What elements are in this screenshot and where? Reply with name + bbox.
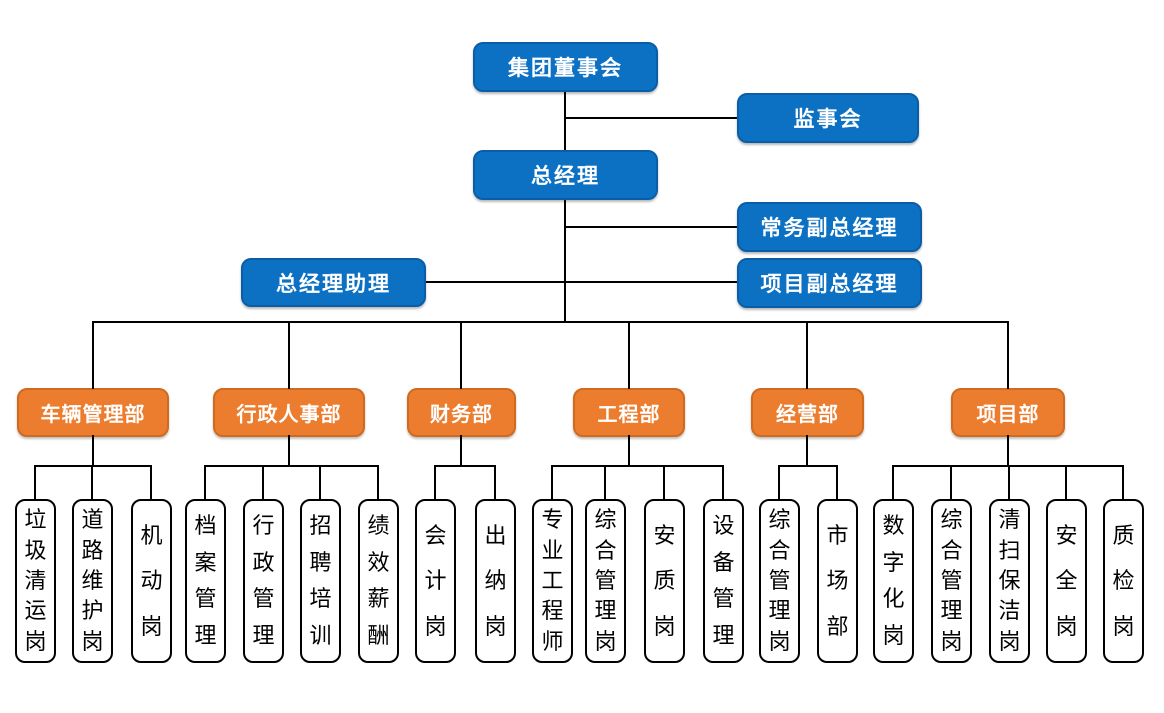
position-box: 行政管理 [243, 499, 284, 663]
connector-line [779, 465, 838, 467]
connector-line [1122, 465, 1124, 500]
position-box: 专业工程师 [532, 499, 573, 663]
position-box: 市场部 [817, 499, 858, 663]
position-box: 综合管理岗 [759, 499, 800, 663]
node-board-of-directors: 集团董事会 [473, 42, 658, 92]
connector-line [1007, 321, 1009, 389]
position-box: 招聘培训 [300, 499, 341, 663]
connector-line [628, 435, 630, 466]
position-box: 会计岗 [415, 499, 456, 663]
position-box: 质检岗 [1103, 499, 1144, 663]
dept-project: 项目部 [951, 388, 1065, 437]
connector-line [91, 465, 93, 500]
position-box: 垃圾清运岗 [15, 499, 56, 663]
connector-line [778, 465, 780, 500]
node-project-deputy-gm: 项目副总经理 [737, 258, 922, 308]
connector-line [628, 321, 630, 389]
connector-line [205, 465, 379, 467]
connector-line [288, 321, 290, 389]
position-box: 安全岗 [1046, 499, 1087, 663]
connector-line [494, 465, 496, 500]
node-executive-deputy-gm: 常务副总经理 [737, 202, 922, 252]
connector-line [1065, 465, 1067, 500]
dept-vehicle-management: 车辆管理部 [17, 388, 169, 437]
connector-line [604, 465, 606, 500]
connector-line [722, 465, 724, 500]
connector-line [892, 465, 894, 500]
connector-line [35, 465, 152, 467]
connector-line [836, 465, 838, 500]
position-box: 安质岗 [644, 499, 685, 663]
position-box: 出纳岗 [475, 499, 516, 663]
connector-line [92, 435, 94, 466]
connector-line [434, 465, 436, 500]
position-box: 档案管理 [185, 499, 226, 663]
connector-line [806, 435, 808, 466]
connector-line [564, 200, 566, 322]
position-box: 综合管理岗 [585, 499, 626, 663]
position-box: 清扫保洁岗 [989, 499, 1030, 663]
connector-line [426, 281, 737, 283]
connector-line [435, 465, 496, 467]
connector-line [319, 465, 321, 500]
connector-line [565, 117, 737, 119]
connector-line [1007, 435, 1009, 466]
dept-engineering: 工程部 [573, 388, 685, 437]
position-box: 道路维护岗 [72, 499, 113, 663]
connector-line [950, 465, 952, 500]
node-supervisory-board: 监事会 [737, 93, 919, 143]
position-box: 绩效薪酬 [358, 499, 399, 663]
dept-admin-hr: 行政人事部 [213, 388, 365, 437]
connector-line [565, 226, 737, 228]
node-gm-assistant: 总经理助理 [241, 258, 426, 307]
connector-line [564, 92, 566, 150]
connector-line [34, 465, 36, 500]
position-box: 设备管理 [703, 499, 744, 663]
node-general-manager: 总经理 [473, 150, 658, 200]
connector-line [377, 465, 379, 500]
connector-line [806, 321, 808, 389]
connector-line [262, 465, 264, 500]
position-box: 数字化岗 [873, 499, 914, 663]
connector-line [552, 465, 724, 467]
connector-line [92, 321, 1009, 323]
dept-finance: 财务部 [407, 388, 516, 437]
connector-line [551, 465, 553, 500]
connector-line [288, 435, 290, 466]
connector-line [150, 465, 152, 500]
position-box: 机动岗 [131, 499, 172, 663]
connector-line [92, 321, 94, 389]
position-box: 综合管理岗 [931, 499, 972, 663]
connector-line [663, 465, 665, 500]
connector-line [204, 465, 206, 500]
connector-line [460, 321, 462, 389]
connector-line [1008, 465, 1010, 500]
connector-line [460, 435, 462, 466]
dept-operations: 经营部 [751, 388, 864, 437]
